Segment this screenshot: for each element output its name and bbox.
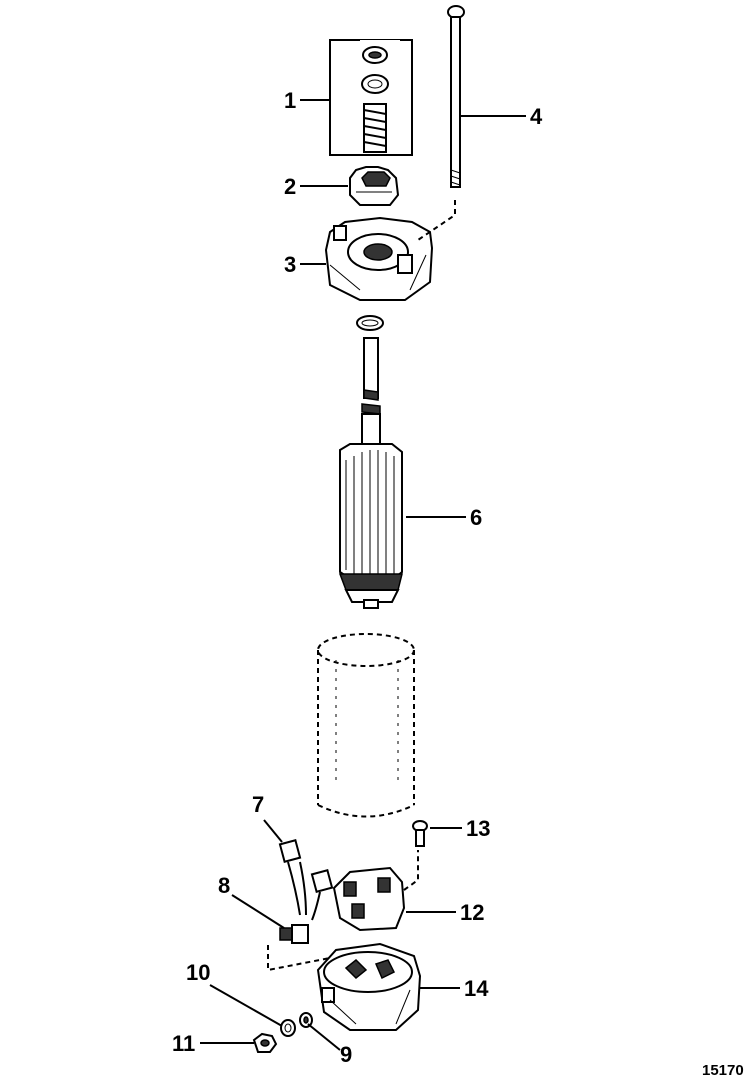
part-12-brush-holder bbox=[332, 850, 419, 932]
callout-12: 12 bbox=[460, 900, 484, 925]
part-8-terminal bbox=[267, 924, 331, 972]
part-11-nut bbox=[252, 1032, 278, 1053]
field-frame bbox=[317, 633, 415, 818]
part-6-armature bbox=[338, 337, 403, 609]
part-1-assembly bbox=[329, 39, 413, 156]
callout-10: 10 bbox=[186, 960, 210, 985]
callout-11: 11 bbox=[172, 1031, 195, 1056]
spring bbox=[363, 103, 387, 153]
callout-3: 3 bbox=[284, 252, 296, 277]
part-9-lockwasher bbox=[299, 1012, 313, 1028]
figure-number: 15170 bbox=[702, 1062, 744, 1079]
part-13-screw bbox=[412, 820, 428, 847]
callout-1: 1 bbox=[284, 88, 296, 113]
o-ring bbox=[356, 315, 384, 331]
part-14-end-cap bbox=[316, 942, 422, 1031]
part-2-drive-gear bbox=[349, 166, 400, 206]
part-10-washer bbox=[280, 1019, 296, 1037]
callout-14: 14 bbox=[464, 976, 489, 1001]
part-4-through-bolt bbox=[417, 5, 465, 241]
part-3-end-housing bbox=[324, 216, 434, 301]
callout-13: 13 bbox=[466, 816, 490, 841]
callout-7: 7 bbox=[252, 792, 264, 817]
part-7-brush bbox=[278, 839, 334, 921]
callout-6: 6 bbox=[470, 505, 482, 530]
callout-2: 2 bbox=[284, 174, 296, 199]
callout-8: 8 bbox=[218, 873, 230, 898]
callout-9: 9 bbox=[340, 1042, 352, 1067]
callout-4: 4 bbox=[530, 104, 543, 129]
